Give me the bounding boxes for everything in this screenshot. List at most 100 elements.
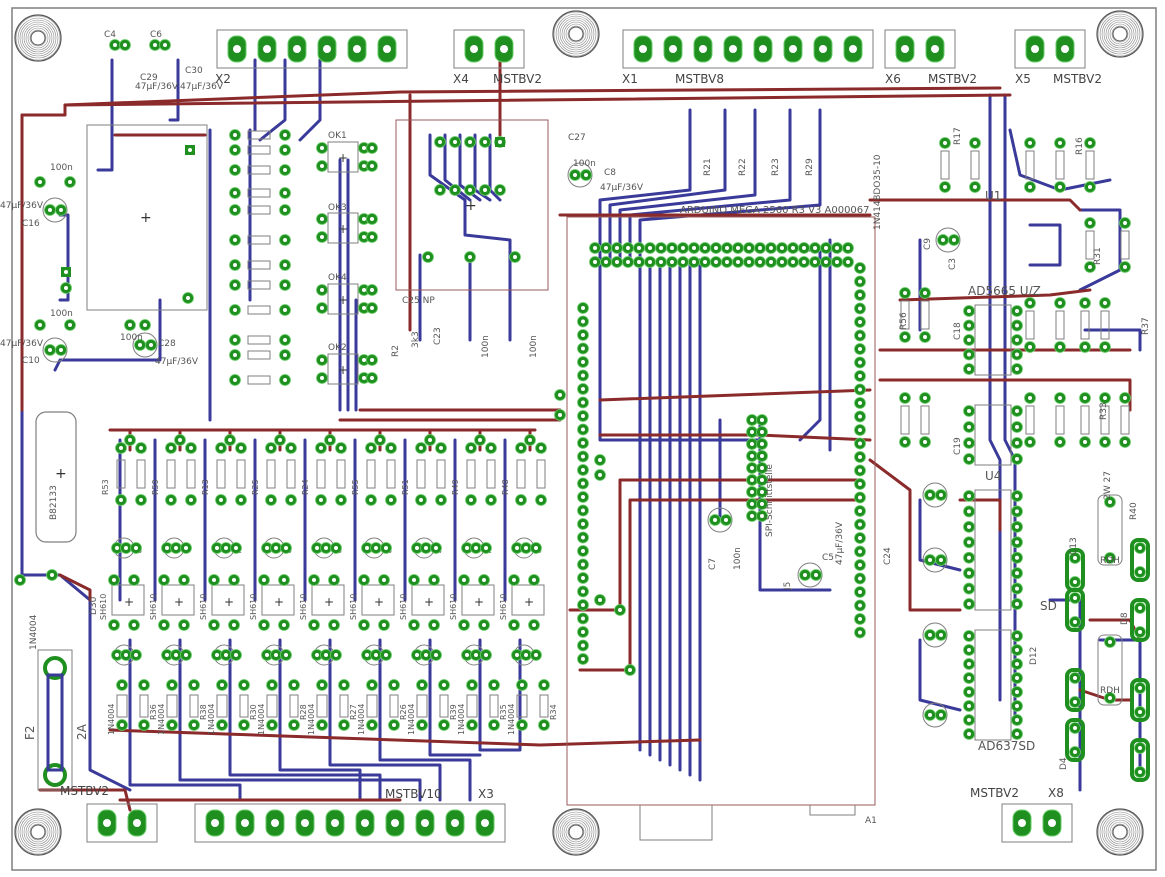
channel-resistor-label: R49 bbox=[451, 479, 460, 495]
pad bbox=[235, 442, 247, 454]
resistor-pad bbox=[279, 374, 291, 386]
arduino-header-pin bbox=[787, 256, 799, 268]
x2-label: X2 bbox=[215, 72, 231, 86]
connector-x6-pin bbox=[925, 35, 945, 63]
ic-u4 bbox=[974, 404, 1012, 466]
pad bbox=[64, 319, 76, 331]
header-pin bbox=[464, 184, 476, 196]
pad bbox=[1011, 551, 1023, 564]
resistor-pad bbox=[969, 181, 981, 193]
pad bbox=[1011, 520, 1023, 533]
resistor-pad bbox=[229, 334, 241, 346]
label-c25: C25 NP bbox=[402, 296, 435, 306]
arduino-header-pin bbox=[577, 383, 589, 395]
resistor-body bbox=[1080, 310, 1090, 340]
pad bbox=[963, 700, 975, 712]
pad-square bbox=[61, 267, 71, 277]
spi-header-pin bbox=[746, 426, 758, 438]
pad bbox=[159, 39, 171, 51]
label-r2-val: 3k3 bbox=[411, 331, 421, 348]
pad bbox=[358, 284, 370, 296]
resistor-pad bbox=[229, 374, 241, 386]
svg-text:+: + bbox=[338, 151, 348, 165]
connector-x5-pin bbox=[1025, 35, 1045, 63]
mount-hole bbox=[14, 14, 62, 62]
channel-bottom-res-label: R30 bbox=[249, 704, 258, 720]
connector-x1-pin bbox=[693, 35, 713, 63]
mount-hole bbox=[1096, 808, 1144, 856]
pad bbox=[554, 389, 566, 401]
resistor-pad bbox=[939, 181, 951, 193]
arduino-header-pin bbox=[644, 242, 656, 254]
electrolytic-capacitor bbox=[922, 702, 948, 728]
label-c10: C10 bbox=[22, 356, 40, 366]
resistor-body bbox=[1100, 310, 1110, 340]
resistor-pad bbox=[279, 187, 291, 199]
arduino-header-pin bbox=[854, 262, 866, 274]
pad bbox=[415, 442, 427, 454]
label-ad5665: AD5665 U/Z bbox=[968, 284, 1041, 298]
arduino-header-pin bbox=[854, 478, 866, 490]
pad bbox=[1011, 348, 1023, 361]
pad bbox=[366, 719, 378, 731]
channel-diode-label: 1N4004 bbox=[507, 704, 516, 735]
pad bbox=[963, 598, 975, 610]
resistor-body bbox=[247, 260, 271, 270]
arduino-header-pin bbox=[854, 505, 866, 517]
pad bbox=[508, 574, 520, 586]
label-ok1: OK1 bbox=[328, 131, 347, 141]
pad bbox=[1104, 552, 1116, 564]
label-u1: U1 bbox=[985, 189, 1001, 203]
arduino-header-pin bbox=[732, 256, 744, 268]
arduino-header-pin bbox=[854, 451, 866, 463]
channel-bottom-res-label: R27 bbox=[349, 704, 358, 720]
pad bbox=[182, 292, 194, 304]
pad bbox=[594, 469, 606, 481]
channel-diode-label: 1N4004 bbox=[457, 704, 466, 735]
pad bbox=[316, 231, 328, 243]
mount-hole bbox=[552, 808, 600, 856]
resistor-body bbox=[247, 205, 271, 215]
electrolytic-capacitor bbox=[922, 482, 948, 508]
pad bbox=[963, 658, 975, 670]
pad bbox=[535, 442, 547, 454]
electrolytic-capacitor bbox=[797, 562, 823, 588]
pad bbox=[1011, 490, 1023, 502]
connector-x3-pin bbox=[385, 809, 405, 837]
resistor-body bbox=[247, 335, 271, 345]
arduino-header-pin bbox=[577, 639, 589, 652]
pad bbox=[1134, 542, 1146, 554]
header-pin bbox=[464, 251, 476, 263]
resistor-body bbox=[1085, 230, 1095, 260]
arduino-header-pin bbox=[809, 256, 821, 268]
arduino-header-pin bbox=[577, 572, 589, 584]
pad bbox=[614, 604, 626, 616]
header-pin bbox=[479, 136, 491, 148]
arduino-header-pin bbox=[577, 585, 589, 598]
connector-x1 bbox=[622, 29, 874, 69]
connector-x6 bbox=[884, 29, 956, 69]
label-r40: R40 bbox=[1129, 502, 1139, 520]
pad bbox=[515, 442, 527, 454]
pad bbox=[211, 542, 223, 554]
resistor-body bbox=[1025, 150, 1035, 180]
pad bbox=[1011, 714, 1023, 726]
resistor-body bbox=[247, 165, 271, 175]
resistor-body bbox=[247, 350, 271, 360]
pad bbox=[528, 574, 540, 586]
arduino-header-pin bbox=[820, 242, 832, 254]
channel-resistor-label: R51 bbox=[401, 479, 410, 495]
pad bbox=[1011, 644, 1023, 656]
pad bbox=[338, 679, 350, 691]
pad bbox=[963, 405, 975, 417]
pad bbox=[530, 649, 542, 661]
resistor-pad bbox=[1079, 392, 1091, 404]
pad bbox=[185, 442, 197, 454]
x6-type: MSTBV2 bbox=[928, 72, 977, 86]
label-c30: C30 bbox=[185, 66, 203, 76]
pad bbox=[115, 494, 127, 506]
pad bbox=[1011, 421, 1023, 433]
pad bbox=[320, 649, 332, 661]
spi-header-pin bbox=[756, 450, 768, 462]
